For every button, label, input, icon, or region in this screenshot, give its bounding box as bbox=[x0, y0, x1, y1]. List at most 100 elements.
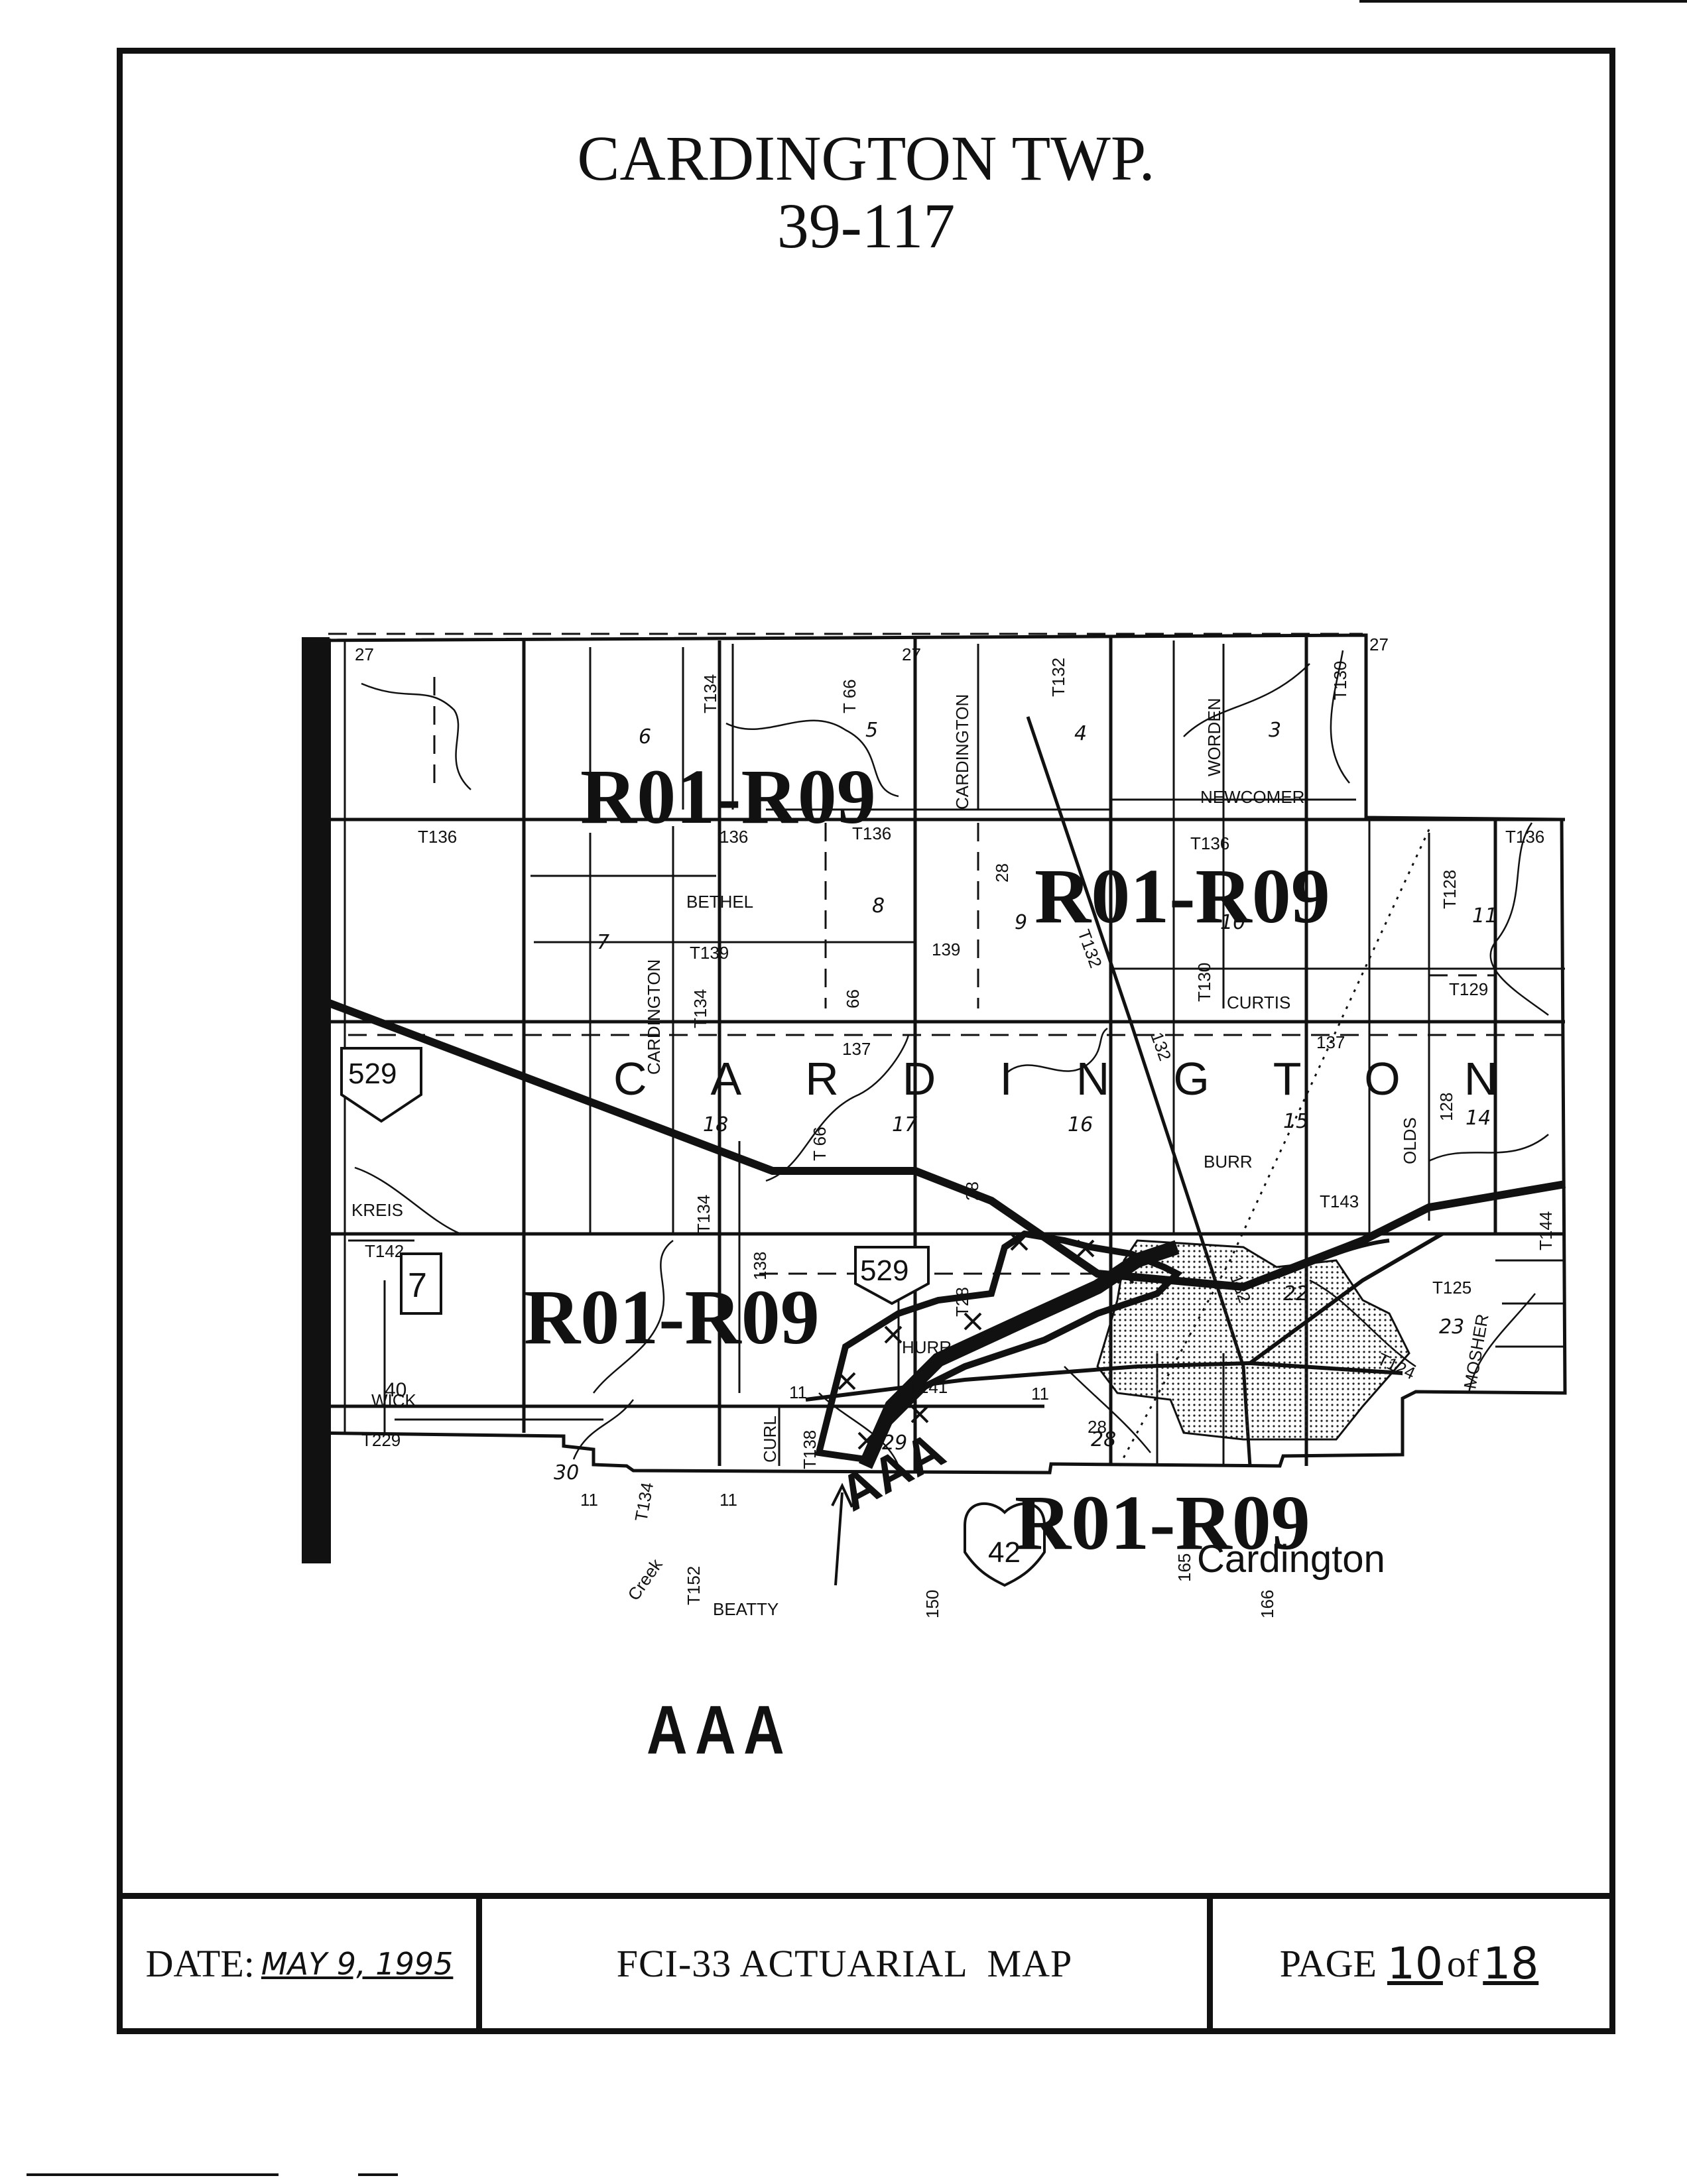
road-label: 27 bbox=[1369, 635, 1389, 654]
road-label: BEATTY bbox=[713, 1599, 779, 1619]
section-numbers: 6 5 4 3 7 8 9 10 11 18 17 16 15 14 22 23… bbox=[554, 719, 1497, 1485]
road-label: 27 bbox=[355, 644, 374, 664]
page-frame: CARDINGTON TWP. 39-117 bbox=[117, 48, 1615, 2034]
shield-number: 529 bbox=[860, 1254, 908, 1287]
page-current: 10 bbox=[1387, 1938, 1443, 1989]
date-value: MAY 9, 1995 bbox=[261, 1945, 454, 1982]
road-label: T132 bbox=[1048, 658, 1068, 697]
village-area bbox=[1096, 1239, 1410, 1441]
section-number: 5 bbox=[865, 719, 878, 742]
section-number: 8 bbox=[872, 894, 885, 918]
township-map-svg: 6 5 4 3 7 8 9 10 11 18 17 16 15 14 22 23… bbox=[302, 633, 1567, 1619]
road-label: 28 bbox=[992, 863, 1012, 882]
scan-edge-line bbox=[358, 2173, 398, 2176]
road-label: 11 bbox=[789, 1382, 807, 1402]
secondary-roads bbox=[344, 640, 1565, 1466]
village-label: Cardington bbox=[1197, 1538, 1385, 1581]
road-label: NEWCOMER bbox=[1200, 787, 1304, 807]
road-label: T229 bbox=[361, 1430, 401, 1450]
route-north-east bbox=[1249, 1232, 1444, 1365]
shield-number: 529 bbox=[348, 1058, 397, 1090]
road-label: CURL bbox=[760, 1416, 780, 1463]
road-label: 28 bbox=[1088, 1417, 1107, 1437]
map-title-block: CARDINGTON TWP. 39-117 bbox=[123, 127, 1609, 258]
section-number: 29 bbox=[882, 1431, 907, 1455]
section-number: 7 bbox=[597, 931, 609, 954]
road-label: 165 bbox=[1174, 1553, 1194, 1582]
township-code: 39-117 bbox=[777, 190, 956, 261]
shield-number: 42 bbox=[988, 1536, 1021, 1569]
road-label: T141 bbox=[908, 1377, 948, 1397]
route-shield-529-west: 529 bbox=[340, 1047, 422, 1123]
aaa-callout-label: AAA bbox=[647, 1692, 792, 1769]
section-number: 30 bbox=[554, 1461, 579, 1485]
map-type-label: FCI-33 ACTUARIAL MAP bbox=[616, 1942, 1073, 1985]
map-type-cell: FCI-33 ACTUARIAL MAP bbox=[482, 1899, 1213, 2028]
section-number: 17 bbox=[892, 1113, 917, 1136]
rating-zone-label: R01-R09 bbox=[524, 1274, 820, 1361]
road-label: T 66 bbox=[840, 679, 859, 713]
road-label: HURR bbox=[902, 1337, 952, 1357]
road-label: 138 bbox=[750, 1252, 770, 1280]
road-label: 150 bbox=[922, 1590, 942, 1618]
road-label: 128 bbox=[1436, 1093, 1456, 1121]
page-total: 18 bbox=[1483, 1938, 1539, 1989]
road-label: T136 bbox=[418, 827, 457, 847]
aaa-zone-boundary bbox=[814, 1230, 1183, 1463]
rating-zone-labels: R01-R09 R01-R09 R01-R09 R01-R09 bbox=[524, 753, 1330, 1566]
road-label: 11 bbox=[580, 1490, 598, 1510]
road-label: T136 bbox=[1190, 833, 1229, 853]
road-label: 28 bbox=[962, 1182, 982, 1201]
rating-zone-label: R01-R09 bbox=[1034, 853, 1330, 940]
section-number: 18 bbox=[703, 1113, 728, 1136]
rating-zone-label: R01-R09 bbox=[1015, 1479, 1310, 1566]
state-route-529-east bbox=[1243, 1239, 1390, 1289]
road-label: CURTIS bbox=[1227, 993, 1290, 1012]
aaa-callout-arrowhead bbox=[831, 1483, 853, 1508]
page-cell: PAGE 10 of 18 bbox=[1213, 1899, 1609, 2028]
shield-number: 7 bbox=[408, 1266, 427, 1305]
road-label: Creek bbox=[623, 1555, 666, 1605]
road-label: T129 bbox=[1449, 979, 1488, 999]
road-label: 137 bbox=[1316, 1032, 1345, 1052]
section-number: 23 bbox=[1439, 1315, 1464, 1339]
road-label: 137 bbox=[842, 1039, 871, 1059]
actuarial-map: 6 5 4 3 7 8 9 10 11 18 17 16 15 14 22 23… bbox=[302, 571, 1615, 1817]
section-number: 28 bbox=[1091, 1428, 1116, 1451]
section-number: 3 bbox=[1269, 719, 1281, 742]
road-label: T136 bbox=[852, 823, 891, 843]
dashed-roads bbox=[328, 633, 1565, 1275]
date-cell: DATE: MAY 9, 1995 bbox=[123, 1899, 482, 2028]
us-route-42 bbox=[858, 1240, 1180, 1469]
road-label: WORDEN bbox=[1204, 698, 1224, 776]
section-number: 14 bbox=[1466, 1107, 1491, 1130]
road-label: 66 bbox=[843, 989, 863, 1008]
road-label: T143 bbox=[1320, 1191, 1359, 1211]
township-place-label: CARDINGTON bbox=[613, 1053, 1561, 1105]
road-label: 27 bbox=[902, 644, 921, 664]
road-label: CARDINGTON bbox=[952, 694, 972, 810]
township-title: CARDINGTON TWP. bbox=[577, 123, 1155, 194]
state-route-529 bbox=[306, 991, 1566, 1292]
road-label: T134 bbox=[690, 989, 710, 1028]
road-label: 136 bbox=[719, 827, 748, 847]
road-label: T144 bbox=[1536, 1211, 1556, 1250]
road-label: 166 bbox=[1257, 1590, 1277, 1618]
west-border-bar-upper bbox=[302, 637, 330, 650]
road-label: 11 bbox=[1031, 1384, 1049, 1404]
road-label: 139 bbox=[932, 940, 960, 959]
section-number: 16 bbox=[1068, 1113, 1093, 1136]
page-of: of bbox=[1446, 1942, 1479, 1985]
page-label: PAGE bbox=[1279, 1942, 1377, 1985]
road-label: 11 bbox=[719, 1490, 737, 1510]
township-boundary bbox=[302, 633, 1567, 1475]
footer-bar: DATE: MAY 9, 1995 FCI-33 ACTUARIAL MAP P… bbox=[123, 1893, 1609, 2028]
section-number: 6 bbox=[639, 725, 651, 749]
edge-label-40: 40 bbox=[385, 1379, 406, 1401]
road-label: OLDS bbox=[1400, 1117, 1420, 1164]
road-label: T134 bbox=[694, 1195, 714, 1234]
road-label: BETHEL bbox=[686, 892, 753, 912]
road-label: T128 bbox=[1440, 870, 1460, 909]
road-label: WICK bbox=[371, 1390, 417, 1410]
road-label: T134 bbox=[631, 1481, 657, 1523]
